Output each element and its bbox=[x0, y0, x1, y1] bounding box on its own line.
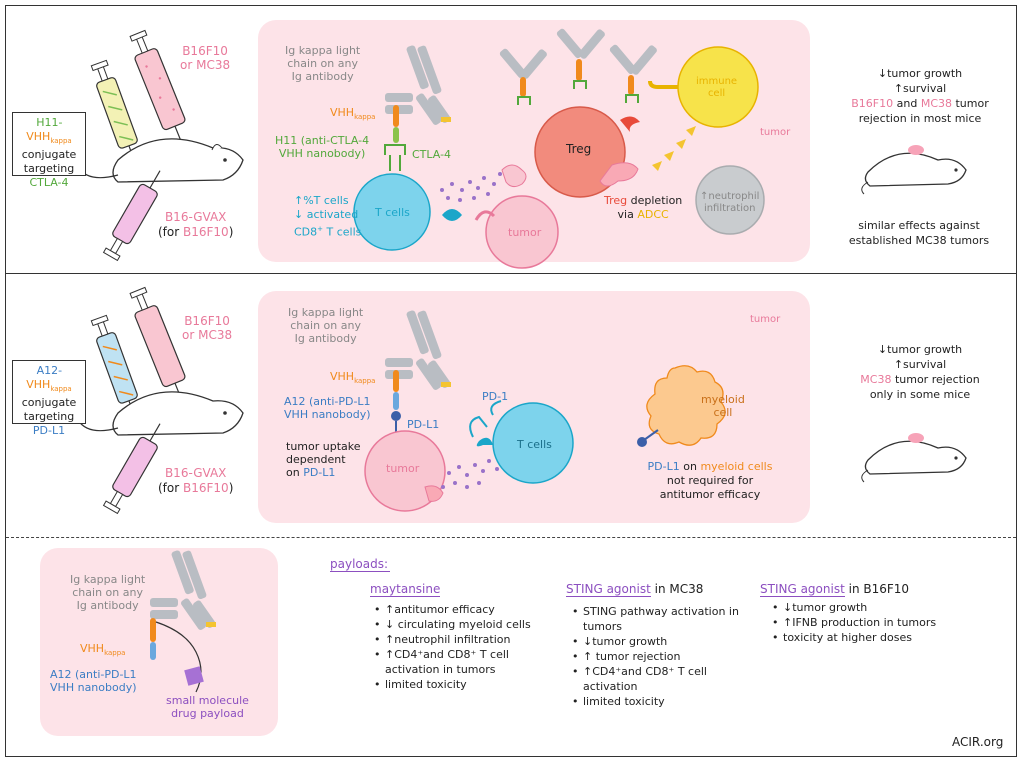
p2-antibody-conjugate bbox=[385, 310, 451, 438]
p3-payloads-title: payloads: bbox=[330, 557, 390, 572]
p1-tcell-tumor-interaction bbox=[353, 164, 559, 269]
p1-ctla4-label: CTLA-4 bbox=[412, 148, 452, 161]
p3-col2-title: STING agonist in MC38 bbox=[566, 582, 704, 597]
p2-pdl1-label: PD-L1 bbox=[407, 418, 440, 431]
p1-tcell-effects: ↑%T cells ↓ activated CD8+ T cells bbox=[294, 194, 362, 239]
p1-result-mouse bbox=[861, 145, 967, 195]
mouse-injection-illustration bbox=[77, 29, 244, 262]
p2-outcomes: ↓tumor growth↑survival MC38 tumor reject… bbox=[860, 343, 980, 401]
p3-col1-title: maytansine bbox=[370, 582, 441, 597]
p1-treg-label: Treg bbox=[566, 142, 592, 156]
p2-vhh-label: VHHkappa bbox=[330, 370, 376, 386]
list-item: ↓tumor growth bbox=[770, 600, 970, 615]
p2-result-mouse bbox=[861, 433, 967, 483]
p2-tcell-tumor-interaction bbox=[364, 400, 574, 512]
p2-mouse-injection-illustration bbox=[77, 286, 244, 515]
p1-treg-adcc-illustration bbox=[499, 28, 765, 235]
p3-col1-list: ↑antitumor efficacy ↓ circulating myeloi… bbox=[372, 602, 552, 692]
list-item: ↓ circulating myeloid cells bbox=[372, 617, 552, 632]
p2-myeloid-note: PD-L1 on myeloid cells not required for … bbox=[647, 460, 773, 501]
p1-outcomes: ↓tumor growth↑survival B16F10 and MC38 t… bbox=[851, 67, 989, 125]
p3-pink-region bbox=[40, 548, 278, 736]
p1-tcells-label: T cells bbox=[375, 206, 410, 219]
list-item: limited toxicity bbox=[372, 677, 552, 692]
list-item: limited toxicity bbox=[570, 694, 740, 709]
list-item: ↑CD4⁺and CD8⁺ T cell activation bbox=[570, 664, 740, 694]
p1-tumor-label: tumor bbox=[508, 226, 542, 239]
p1-syringe-bottom-label: B16-GVAX (for B16F10) bbox=[158, 210, 234, 239]
list-item: ↑ tumor rejection bbox=[570, 649, 740, 664]
list-item: toxicity at higher doses bbox=[770, 630, 970, 645]
p2-syringe-bottom-label: B16-GVAX (for B16F10) bbox=[158, 466, 234, 495]
list-item: ↑neutrophil infiltration bbox=[372, 632, 552, 647]
panel-divider-1 bbox=[6, 273, 1016, 274]
p2-tumor-label: tumor bbox=[386, 462, 420, 475]
p2-tumor-region-label: tumor bbox=[750, 314, 781, 325]
p2-myeloid-cell bbox=[637, 365, 726, 447]
credit-label: ACIR.org bbox=[952, 735, 1004, 749]
panel-divider-dashed bbox=[6, 537, 1016, 538]
p3-col3-list: ↓tumor growth ↑IFNB production in tumors… bbox=[770, 600, 970, 645]
list-item: ↑antitumor efficacy bbox=[372, 602, 552, 617]
list-item: ↑CD4⁺and CD8⁺ T cell activation in tumor… bbox=[372, 647, 552, 677]
list-item: STING pathway activation in tumors bbox=[570, 604, 740, 634]
p1-treg-depletion: Treg depletion via ADCC bbox=[604, 194, 683, 221]
p2-pd1-label: PD-1 bbox=[482, 390, 509, 403]
p1-conjugate-box: H11-VHHkappa conjugate targeting CTLA-4 bbox=[12, 112, 86, 189]
p3-col3-title: STING agonist in B16F10 bbox=[760, 582, 910, 597]
p2-conjugate-box: A12-VHHkappa conjugate targeting PD-L1 bbox=[12, 360, 86, 437]
p3-vhh-label: VHHkappa bbox=[80, 642, 126, 658]
figure-frame bbox=[5, 5, 1017, 757]
p2-tcells-label: T cells bbox=[517, 438, 552, 451]
list-item: ↓tumor growth bbox=[570, 634, 740, 649]
p1-vhh-label: VHHkappa bbox=[330, 106, 376, 122]
p3-antibody-drug-conjugate bbox=[150, 550, 216, 693]
p3-col2-list: STING pathway activation in tumors ↓tumo… bbox=[570, 604, 740, 709]
p1-tumor-region-label: tumor bbox=[760, 127, 791, 138]
list-item: ↑IFNB production in tumors bbox=[770, 615, 970, 630]
p1-antibody-conjugate bbox=[384, 45, 451, 171]
